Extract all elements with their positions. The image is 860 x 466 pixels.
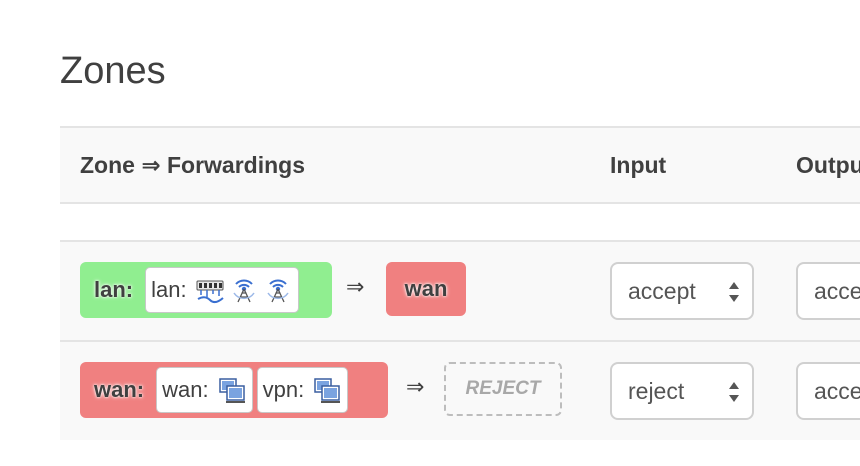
interface-box-wan: wan: [156, 367, 253, 413]
table-header: Zone ⇒ Forwardings Input Output [60, 126, 860, 204]
forward-target-wan[interactable]: wan [386, 262, 466, 316]
select-value: reject [628, 377, 685, 404]
ethernet-port-icon [314, 378, 341, 403]
output-policy-select[interactable]: accept [796, 362, 860, 420]
select-arrows-icon [729, 282, 739, 302]
table-row-wan: wan: wan: vpn: [60, 340, 860, 440]
section-title: Zones [60, 50, 166, 92]
zone-label: wan: [94, 377, 145, 402]
table-spacer [60, 204, 860, 240]
interface-name: vpn: [262, 377, 305, 402]
output-policy-select[interactable]: accept [796, 262, 860, 320]
input-policy-select[interactable]: accept [610, 262, 754, 320]
select-arrows-icon [729, 382, 739, 402]
header-zone-forwardings: Zone ⇒ Forwardings [80, 152, 306, 178]
header-input: Input [610, 152, 667, 178]
table-row-lan: lan: lan: [60, 240, 860, 340]
interface-name: lan: [151, 277, 187, 302]
select-value: accept [814, 377, 860, 404]
zones-table: Zone ⇒ Forwardings Input Output lan: lan… [60, 126, 860, 440]
forward-arrow: ⇒ [406, 374, 425, 399]
ethernet-port-icon [218, 378, 245, 403]
wifi-tower-icon [266, 279, 289, 303]
select-value: accept [628, 277, 696, 304]
interface-box-vpn: vpn: [256, 367, 349, 413]
header-output: Output [796, 152, 860, 178]
forward-arrow: ⇒ [346, 274, 365, 299]
select-value: accept [814, 277, 860, 304]
switch-icon [196, 280, 224, 304]
zone-label: lan: [94, 277, 134, 302]
zone-badge-wan: wan: wan: vpn: [80, 362, 388, 418]
interface-box-lan: lan: [145, 267, 299, 313]
forward-target-reject: REJECT [444, 362, 562, 416]
zone-badge-lan: lan: lan: [80, 262, 332, 318]
input-policy-select[interactable]: reject [610, 362, 754, 420]
interface-name: wan: [162, 377, 209, 402]
wifi-tower-icon [232, 279, 255, 303]
